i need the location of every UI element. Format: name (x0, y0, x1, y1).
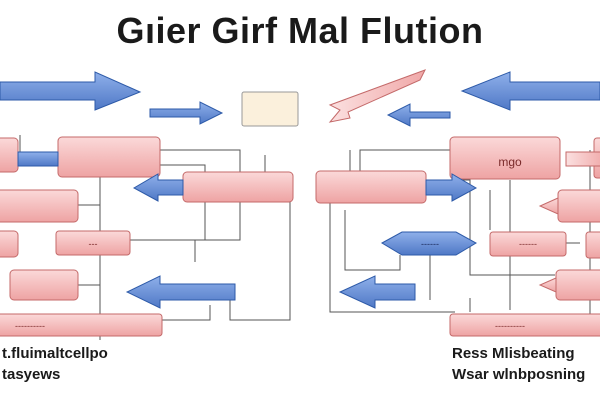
box-left-bottom-label: ---------- (15, 321, 45, 331)
box-right-mid-label: ------ (519, 239, 537, 249)
connector-line (160, 305, 211, 321)
box-right-top (449, 136, 561, 180)
connector-line (455, 179, 555, 276)
box-right-edge-mid (585, 231, 600, 259)
center-top-box (241, 91, 299, 127)
caption-right-line1: Ress Mlisbeating (452, 345, 575, 362)
box-right-top-label: mgo (498, 155, 522, 169)
arrow-top-right (460, 71, 600, 111)
box-right-lower (555, 269, 600, 301)
caption-left-line1: t.fluimaltcellpo (2, 345, 108, 362)
box-left-bottom (0, 313, 163, 337)
connector-line (194, 200, 241, 262)
caption-right-line2: Wsar wlnbposning (452, 366, 586, 383)
box-right-bottom-label: ---------- (495, 321, 525, 331)
diamond-shape (380, 231, 478, 256)
bar-right-upper (565, 151, 600, 167)
arrow-left-to-center (132, 173, 184, 202)
box-left-center (182, 171, 294, 203)
connector-line (160, 149, 241, 172)
pointer-right-upper (538, 197, 559, 215)
arrow-small-from-right (386, 103, 451, 127)
arrow-diagonal-pink (328, 69, 427, 123)
connector-line (359, 149, 455, 180)
diagram-title: Gıier Girf Mal Flution (116, 10, 484, 51)
box-right-mid (489, 231, 567, 257)
pointer-right-lower (538, 277, 557, 293)
box-left-upper (57, 136, 161, 178)
box-left-lower (9, 269, 79, 301)
box-left-edge-mid (0, 189, 79, 223)
arrow-right-from-center (425, 173, 478, 202)
connector-line (229, 200, 291, 321)
box-left-edge-top (0, 137, 19, 173)
box-right-center (315, 170, 427, 204)
box-left-mid-label: --- (89, 239, 98, 249)
diamond-label: ------ (421, 239, 439, 249)
box-left-edge-small (0, 230, 19, 258)
box-right-bottom (449, 313, 600, 337)
connector-line (344, 210, 401, 271)
bar-left-upper (17, 151, 59, 167)
box-right-upper (557, 189, 600, 223)
arrow-top-left (0, 71, 142, 111)
arrow-right-bottom (338, 275, 416, 309)
connector-line (329, 200, 455, 313)
caption-left-line2: tasyews (2, 366, 61, 383)
arrow-left-bottom (125, 275, 236, 309)
arrow-small-to-center (149, 101, 224, 125)
box-left-mid (55, 230, 131, 256)
